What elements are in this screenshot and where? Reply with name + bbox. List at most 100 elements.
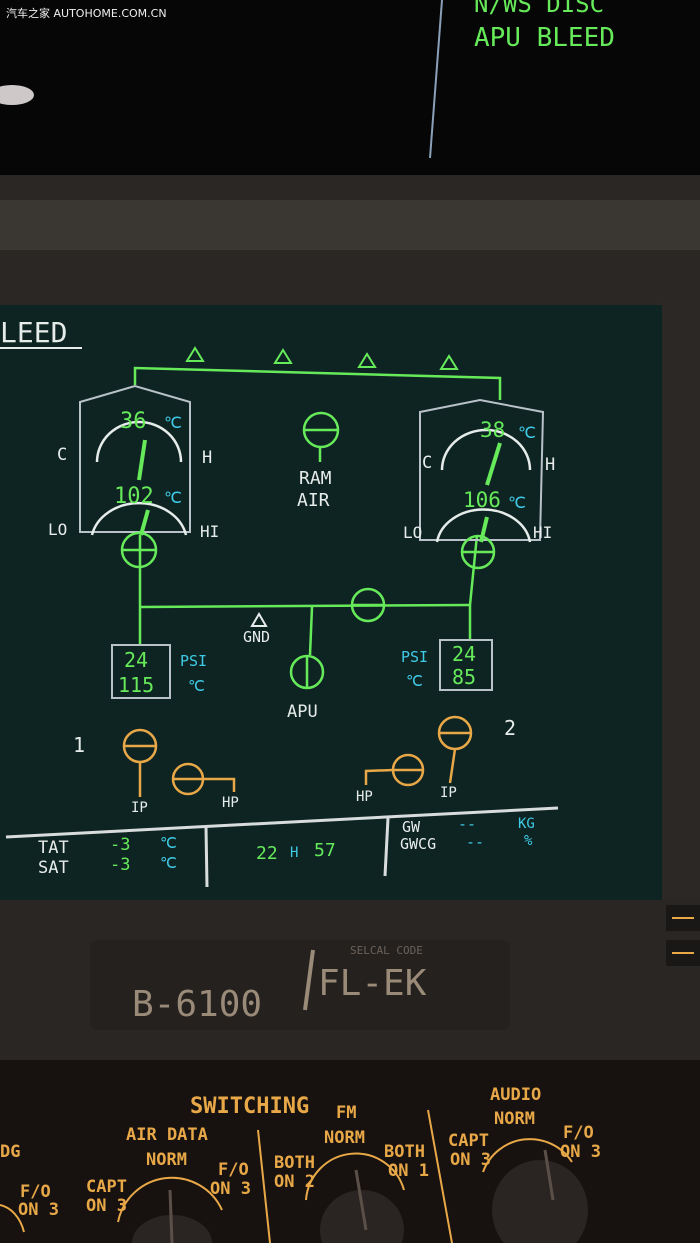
ram-air-label-2: AIR <box>297 490 330 511</box>
selector-arcs <box>0 1109 573 1243</box>
pack-right-temp: 85 <box>452 665 476 689</box>
fm-both-on2-b: ON 2 <box>274 1172 315 1192</box>
pack-right-bypass-temp: 106 <box>463 488 501 512</box>
fm-norm: NORM <box>324 1128 365 1148</box>
pack-left-temp-unit: ℃ <box>188 677 205 695</box>
pack-right-outlet-temp: 38 <box>480 418 505 442</box>
pack-left-outline <box>79 384 191 533</box>
upper-memo-line1: N/WS DISC <box>474 0 604 18</box>
pack-right-hot: H <box>545 455 555 475</box>
gwcg-label: GWCG <box>400 835 436 853</box>
audio-fo-on3: ON 3 <box>560 1142 601 1162</box>
engine-1-number: 1 <box>73 733 85 757</box>
air-data-fo: F/O <box>218 1160 249 1180</box>
pack-left-lo: LO <box>48 520 67 539</box>
fm-selector-knob <box>320 1190 404 1243</box>
pack-left-bypass-unit: ℃ <box>164 488 182 507</box>
pack-right-hi: HI <box>533 523 552 542</box>
engine-2-number: 2 <box>504 716 516 740</box>
inlet-triangles <box>185 346 459 370</box>
gwcg-value: -- <box>466 833 484 851</box>
triangle-icon <box>273 348 293 364</box>
bezel-right <box>660 300 700 1000</box>
pack-left-cold: C <box>57 445 67 465</box>
pack-left: 36 ℃ C H 102 ℃ LO HI 24 115 PSI ℃ <box>48 384 219 699</box>
ram-air-label-1: RAM <box>299 468 332 489</box>
tat-value: -3 <box>110 835 130 855</box>
registration-number: B-6100 <box>132 984 262 1025</box>
partial-left-pos2: ON 3 <box>18 1200 59 1220</box>
upper-display <box>0 0 700 200</box>
audio-label: AUDIO <box>490 1085 541 1105</box>
registration-placard <box>90 940 510 1030</box>
pack-right-outlet-needle <box>485 442 502 486</box>
pack-left-temp: 115 <box>118 673 154 697</box>
side-buttons[interactable] <box>666 905 700 966</box>
partial-left-label: DG <box>0 1142 20 1162</box>
engine-1-bleed: 1 IP HP <box>73 728 239 816</box>
page-title: LEED <box>0 316 67 349</box>
gwcg-unit: % <box>524 833 533 849</box>
pack-left-outlet-unit: ℃ <box>164 413 182 432</box>
engine-2-bleed: 2 IP HP <box>356 715 516 805</box>
pack-right-bypass-gauge <box>435 508 532 543</box>
pack-left-bypass-temp: 102 <box>114 484 154 509</box>
pack-right-outline <box>419 398 545 541</box>
pack-left-hot: H <box>202 448 212 468</box>
switching-labels: SWITCHING DG F/O ON 3 AIR DATA NORM CAPT… <box>0 1085 601 1220</box>
fm-both-on1-a: BOTH <box>384 1142 425 1162</box>
audio-capt-on3: ON 3 <box>450 1150 491 1170</box>
bezel-highlight <box>0 200 700 250</box>
pack-left-psi: 24 <box>124 648 148 672</box>
gnd-triangle-icon <box>250 612 268 627</box>
triangle-icon <box>439 354 459 370</box>
sat-value: -3 <box>110 855 130 875</box>
tat-unit: ℃ <box>160 834 177 852</box>
audio-norm: NORM <box>494 1109 535 1129</box>
bleed-ducts <box>133 366 502 656</box>
switching-title: SWITCHING <box>190 1094 309 1119</box>
upper-memo-line2: APU BLEED <box>474 23 615 53</box>
tat-label: TAT <box>38 838 69 858</box>
pack-left-bypass-needle <box>139 509 150 536</box>
triangle-icon <box>357 352 377 368</box>
pack-right-temp-unit: ℃ <box>406 672 423 690</box>
air-data-capt: CAPT <box>86 1177 127 1197</box>
ecam-footer: TAT -3 ℃ SAT -3 ℃ 22 H 57 GW -- KG GWCG … <box>5 806 559 888</box>
pack-right-bypass-unit: ℃ <box>508 493 526 512</box>
pack-right-lo: LO <box>403 523 422 542</box>
selector-knobs[interactable] <box>132 1149 588 1243</box>
sat-unit: ℃ <box>160 854 177 872</box>
air-data-norm: NORM <box>146 1150 187 1170</box>
engine-1-hp-label: HP <box>222 795 239 811</box>
pack-right: 38 ℃ C H 106 ℃ LO HI 24 85 PSI ℃ <box>401 398 555 691</box>
fm-label: FM <box>336 1103 356 1123</box>
pack-right-psi-label: PSI <box>401 648 428 666</box>
triangle-icon <box>185 346 205 362</box>
gnd-label: GND <box>243 628 270 646</box>
pack-left-hi: HI <box>200 522 219 541</box>
engine-1-ip-label: IP <box>131 800 148 816</box>
gw-unit: KG <box>518 816 535 832</box>
pack-left-psi-label: PSI <box>180 652 207 670</box>
pack-left-bypass-gauge <box>90 501 188 536</box>
gw-value: -- <box>458 815 476 833</box>
selcal-code: FL-EK <box>318 963 427 1004</box>
pack-left-outlet-temp: 36 <box>120 409 147 434</box>
apu-label: APU <box>287 702 318 722</box>
pack-right-outlet-gauge <box>440 428 532 471</box>
fm-both-on2-a: BOTH <box>274 1153 315 1173</box>
engine-2-hp-label: HP <box>356 789 373 805</box>
pack-left-readout-box <box>111 644 171 699</box>
pack-left-outlet-gauge <box>95 420 183 463</box>
engine-2-ip-label: IP <box>440 785 457 801</box>
air-data-capt-on3: ON 3 <box>86 1196 127 1216</box>
partial-left-pos: F/O <box>20 1182 51 1202</box>
light-reflection <box>0 85 34 105</box>
audio-fo: F/O <box>563 1123 594 1143</box>
placard-divider <box>303 949 315 1011</box>
pack-right-bypass-needle <box>479 516 489 543</box>
sat-label: SAT <box>38 858 69 878</box>
